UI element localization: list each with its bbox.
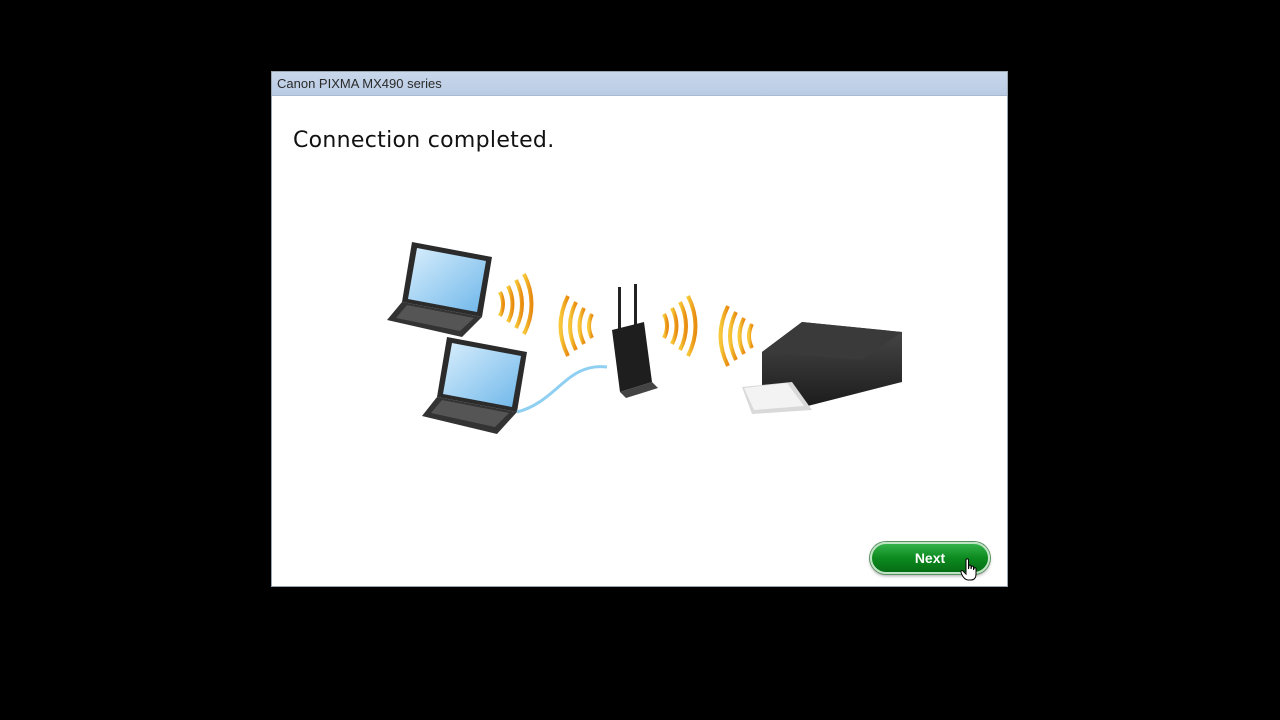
wifi-signal-icon: [718, 305, 754, 367]
laptop-icon: [422, 337, 527, 434]
ethernet-cable: [516, 365, 608, 414]
wifi-signal-icon: [662, 295, 698, 357]
page-title: Connection completed.: [293, 128, 555, 153]
laptop-icon: [387, 242, 492, 337]
network-illustration: [387, 242, 902, 434]
printer-icon: [742, 322, 902, 414]
hand-cursor-icon: [960, 558, 977, 581]
router-icon: [612, 284, 658, 398]
wifi-signal-icon: [558, 295, 594, 357]
installer-window: Canon PIXMA MX490 series Connection comp…: [271, 71, 1008, 587]
window-title: Canon PIXMA MX490 series: [272, 72, 1007, 96]
wifi-signal-icon: [498, 273, 534, 335]
